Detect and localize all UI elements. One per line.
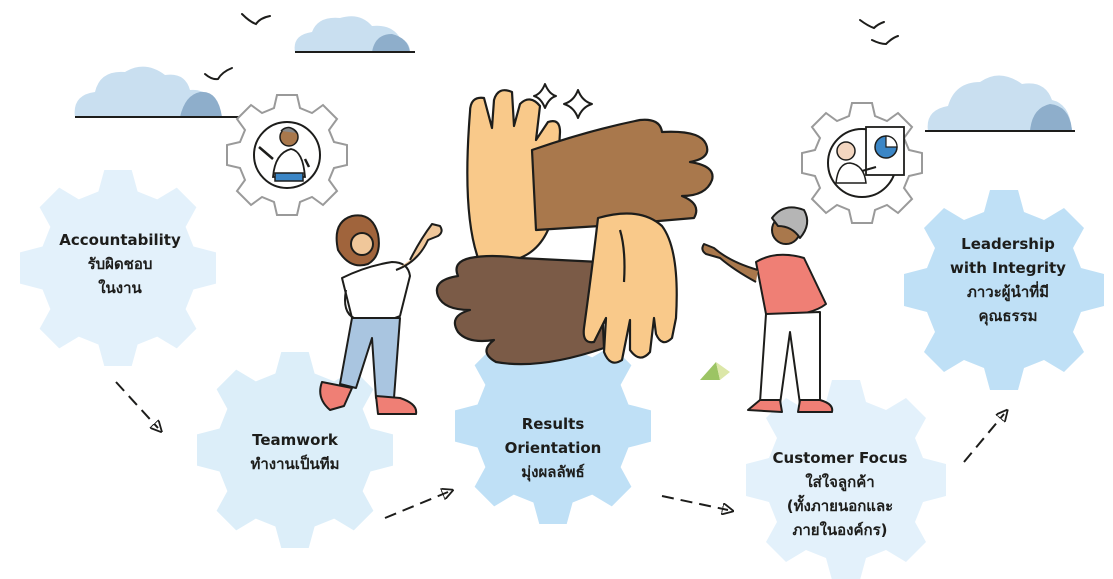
gear-avatar-left <box>226 94 348 216</box>
person-left <box>319 214 443 415</box>
label-results: Results Orientation มุ่งผลลัพธ์ <box>473 412 633 484</box>
pie-chart-icon <box>874 135 898 159</box>
cloud-icon <box>925 75 1075 132</box>
bird-icon <box>204 13 899 81</box>
label-line: ภาวะผู้นำที่มี <box>966 283 1050 301</box>
person-right <box>700 206 834 413</box>
gear-avatar-right <box>801 102 923 224</box>
label-line: Results <box>521 415 585 433</box>
label-line: คุณธรรม <box>978 307 1038 325</box>
label-line: ใส่ใจลูกค้า <box>805 473 875 491</box>
label-line: with Integrity <box>950 259 1066 277</box>
label-customer: Customer Focus ใส่ใจลูกค้า (ทั้งภายนอกแล… <box>740 446 940 542</box>
label-line: Leadership <box>961 235 1055 253</box>
label-leadership: Leadership with Integrity ภาวะผู้นำที่มี… <box>918 232 1098 328</box>
cloud-icon <box>294 16 415 53</box>
label-line: รับผิดชอบ <box>87 255 153 273</box>
stacked-hands <box>435 89 714 366</box>
label-line: Teamwork <box>252 431 338 449</box>
label-line: ภายในองค์กร) <box>792 521 888 539</box>
label-line: (ทั้งภายนอกและ <box>786 497 894 515</box>
label-accountability: Accountability รับผิดชอบ ในงาน <box>30 228 210 300</box>
arrow-icon <box>115 381 1004 519</box>
label-line: ในงาน <box>98 279 142 297</box>
label-teamwork: Teamwork ทำงานเป็นทีม <box>205 428 385 476</box>
label-line: มุ่งผลลัพธ์ <box>521 463 585 481</box>
cloud-icon <box>74 66 260 118</box>
sparkle-icon <box>533 83 593 119</box>
label-line: ทำงานเป็นทีม <box>250 455 340 473</box>
label-line: Customer Focus <box>772 449 908 467</box>
label-line: Orientation <box>504 439 602 457</box>
label-line: Accountability <box>59 231 181 249</box>
